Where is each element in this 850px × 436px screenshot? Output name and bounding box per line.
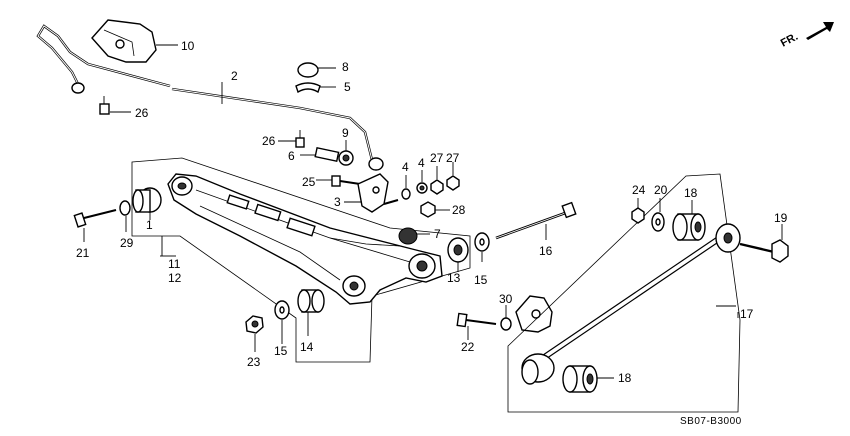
washer-30 [500, 305, 512, 331]
front-direction-marker: FR. [779, 22, 834, 50]
bolt-22 [456, 312, 497, 340]
arrow-icon [806, 22, 834, 40]
callout-15b: 15 [474, 273, 488, 287]
callout-24: 24 [632, 183, 646, 197]
washer-20 [651, 198, 665, 232]
callout-13: 13 [447, 271, 461, 285]
nut-23 [245, 315, 264, 352]
callout-4a: 4 [402, 160, 409, 174]
assembly-outline [131, 157, 471, 363]
bolt-19 [739, 224, 789, 263]
callout-25: 25 [302, 175, 316, 189]
callout-9: 9 [342, 126, 349, 140]
bolt-26-center [278, 130, 305, 148]
callout-11: 11 [168, 257, 181, 271]
callout-21: 21 [76, 246, 90, 260]
washer-15-right [474, 232, 490, 262]
stabilizer-bracket [91, 19, 178, 63]
bolt-26-left [99, 96, 131, 115]
callout-29: 29 [120, 236, 134, 250]
stabilizer-bar [36, 24, 384, 171]
direction-label: FR. [779, 31, 800, 50]
callout-26b: 26 [262, 134, 276, 148]
callout-28: 28 [452, 203, 466, 217]
bushing-9 [338, 140, 354, 166]
bushing-14 [297, 289, 325, 336]
callout-12: 12 [168, 271, 182, 285]
callout-23: 23 [247, 355, 261, 369]
radius-rod-17 [521, 223, 741, 385]
callout-18a: 18 [684, 186, 698, 200]
callout-3: 3 [334, 195, 341, 209]
washer-15-bottom [274, 300, 290, 344]
callout-2: 2 [231, 69, 238, 83]
callout-15a: 15 [274, 344, 288, 358]
radius-rod-outline [507, 173, 741, 413]
mounting-bracket [515, 295, 553, 333]
callout-19: 19 [774, 211, 788, 225]
callout-14: 14 [300, 340, 314, 354]
collar-6 [300, 146, 340, 163]
bushing-13 [447, 237, 469, 272]
trailing-arm [167, 173, 443, 305]
callout-17: 17 [740, 307, 754, 321]
nut-24 [631, 198, 645, 224]
bushing-18-upper [672, 200, 706, 241]
callout-5: 5 [344, 80, 351, 94]
callout-16: 16 [539, 244, 553, 258]
callout-20: 20 [654, 183, 668, 197]
stabilizer-link-3 [344, 173, 399, 213]
washer-29 [119, 200, 131, 232]
bushing-1 [132, 187, 162, 220]
callout-18b: 18 [618, 371, 632, 385]
callout-22: 22 [461, 340, 475, 354]
callout-27a: 27 [430, 151, 444, 165]
callout-27b: 27 [446, 151, 460, 165]
callout-1: 1 [146, 218, 153, 232]
washers-nuts [401, 162, 460, 218]
bushing-18-lower [562, 365, 614, 393]
callout-labels: 1 2 3 4 4 5 6 7 8 9 10 11 12 13 14 15 15… [76, 39, 788, 385]
bolt-25 [316, 175, 361, 187]
self-locking-nut-7 [398, 227, 430, 245]
bolt-16 [495, 201, 577, 240]
figure-code: SB07-B3000 [680, 416, 742, 427]
callout-8: 8 [342, 60, 349, 74]
callout-30: 30 [499, 292, 513, 306]
callout-10: 10 [181, 39, 195, 53]
callout-26a: 26 [135, 106, 149, 120]
bolt-21 [73, 209, 117, 242]
bushing-clamp [295, 62, 336, 94]
callout-6: 6 [288, 149, 295, 163]
callout-4b: 4 [418, 156, 425, 170]
leader-lines [160, 82, 736, 307]
callout-7: 7 [434, 227, 441, 241]
